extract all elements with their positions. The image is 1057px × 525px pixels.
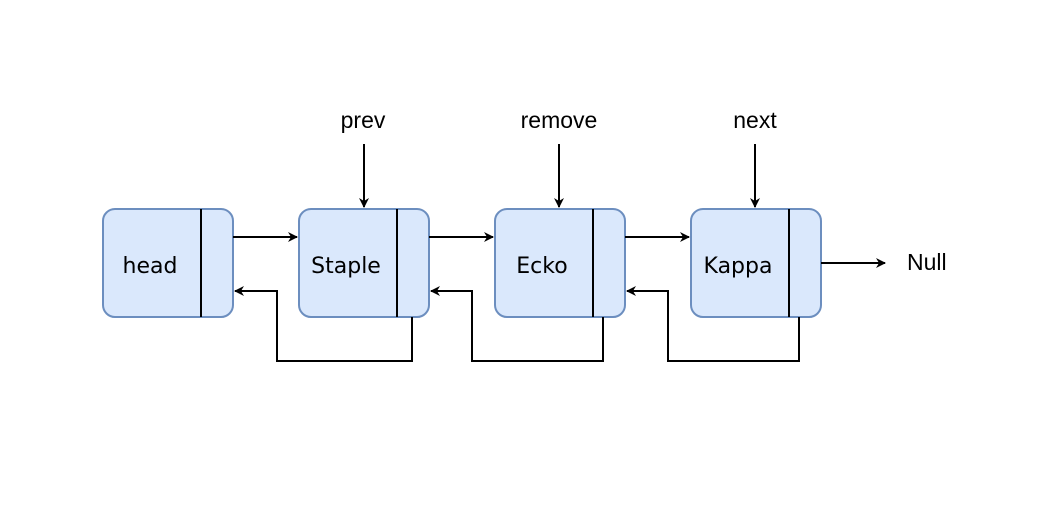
prev-arrow: [234, 286, 413, 362]
node-label: head: [123, 254, 178, 279]
prev-arrow: [626, 286, 800, 362]
node-ecko: Ecko: [494, 208, 626, 318]
node-head: head: [102, 208, 234, 318]
node-kappa: Kappa: [690, 208, 822, 318]
node-label: Staple: [311, 254, 381, 279]
next-pointer-label: next: [733, 107, 777, 133]
remove-pointer-label: remove: [521, 107, 598, 133]
prev-pointer-label: prev: [341, 107, 386, 133]
node-staple: Staple: [298, 208, 430, 318]
null-label: Null: [907, 249, 947, 275]
node-label: Ecko: [516, 254, 567, 279]
node-label: Kappa: [704, 254, 773, 279]
prev-arrow: [430, 286, 604, 362]
